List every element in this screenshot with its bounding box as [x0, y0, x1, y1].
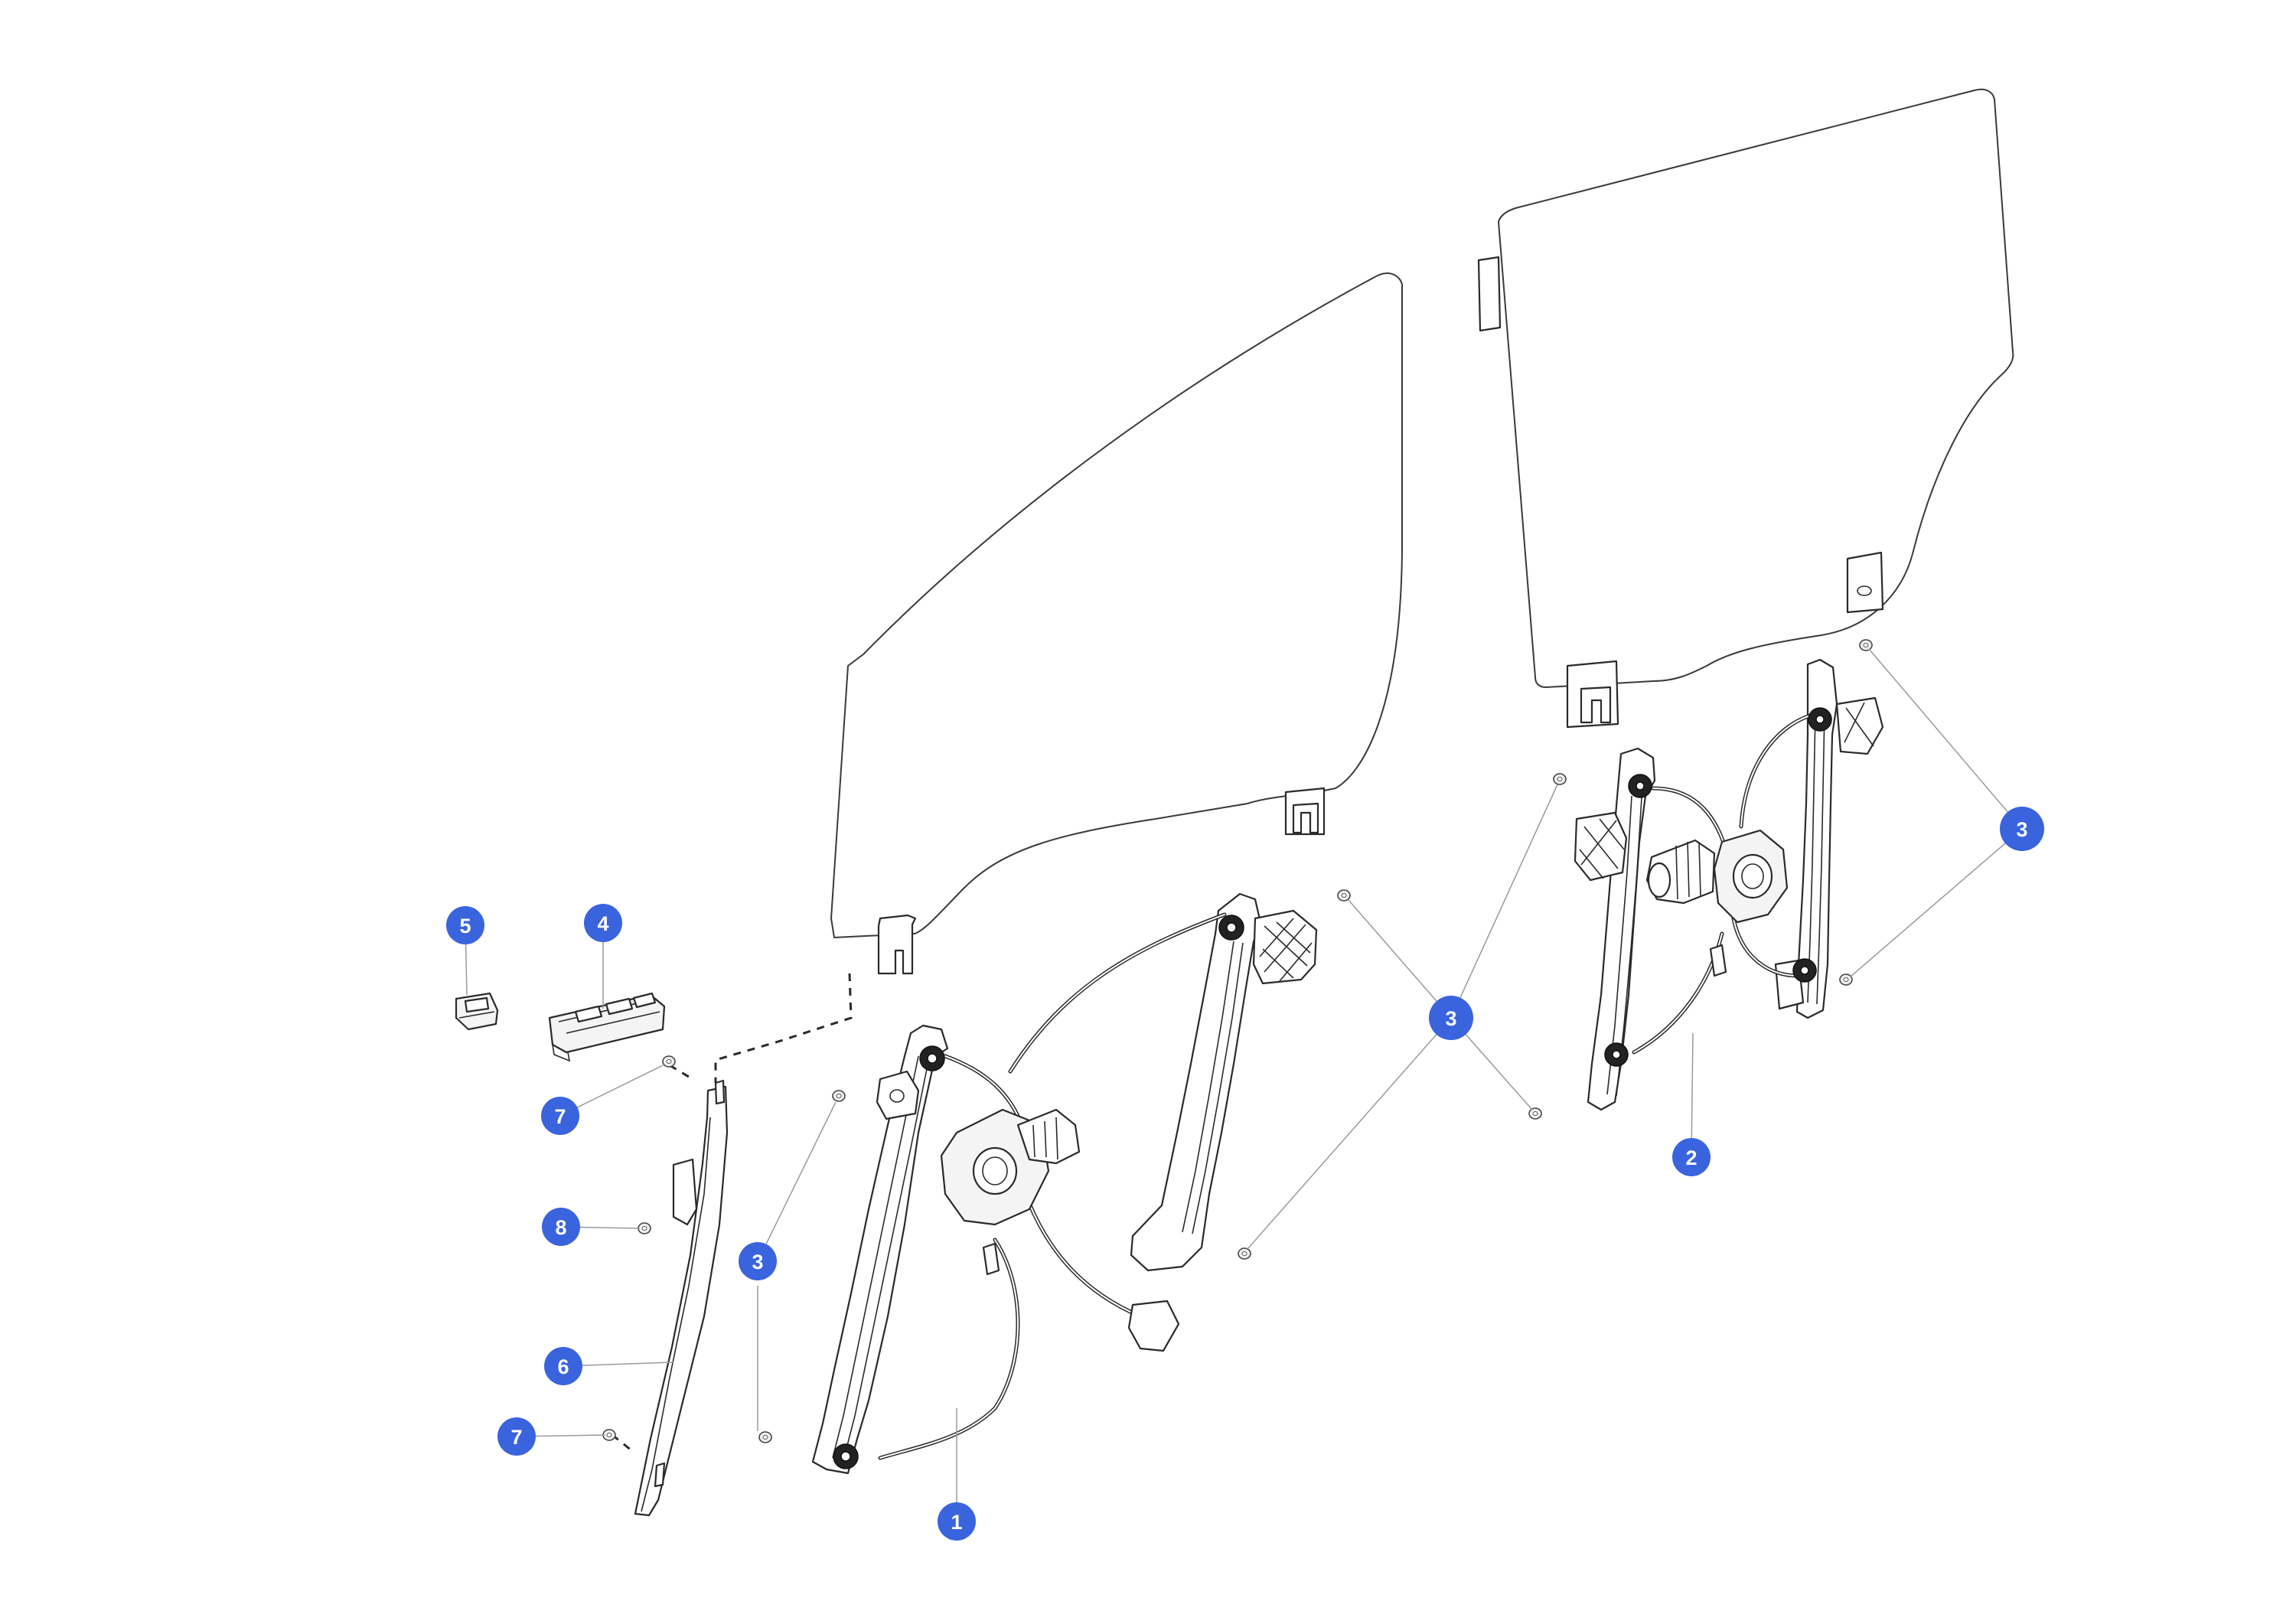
pulley: [1628, 774, 1652, 798]
callout-3-label: 3: [752, 1251, 763, 1273]
nut: [1859, 639, 1873, 651]
rear-door-glass: [1477, 88, 2014, 729]
callout-5: 5: [446, 906, 484, 944]
callout-7-label: 7: [554, 1105, 566, 1128]
nut: [662, 1055, 676, 1068]
callout-3-label: 3: [2016, 818, 2027, 841]
callout-4: 4: [584, 904, 622, 942]
callout-3: 3: [739, 1242, 777, 1280]
pulley: [1808, 707, 1832, 732]
nut: [1337, 889, 1351, 902]
nut: [1553, 773, 1567, 785]
pulley: [1604, 1042, 1629, 1067]
front-window-regulator: [811, 892, 1318, 1475]
callout-6: 6: [544, 1347, 582, 1385]
callout-6-label: 6: [557, 1355, 569, 1378]
callout-3-label: 3: [1445, 1007, 1456, 1030]
callout-7: 7: [497, 1417, 536, 1456]
front-door-glass: [830, 272, 1403, 975]
callout-5-label: 5: [459, 915, 471, 938]
callout-8: 8: [542, 1208, 580, 1246]
callout-4-label: 4: [597, 912, 608, 935]
callout-3: 3: [1429, 996, 1473, 1040]
callout-2: 2: [1672, 1138, 1711, 1176]
pulley: [919, 1045, 945, 1071]
assembly-path-line: [612, 1433, 632, 1452]
callout-8-label: 8: [555, 1216, 566, 1239]
nut: [1238, 1247, 1251, 1260]
callout-3: 3: [2000, 807, 2044, 851]
assembly-path-line: [669, 1064, 693, 1081]
nut: [638, 1222, 651, 1234]
pulley: [833, 1443, 859, 1469]
nut: [1528, 1107, 1542, 1120]
pulley: [1792, 958, 1817, 983]
assembly-path-line: [714, 973, 853, 1083]
callout-7-label: 7: [510, 1426, 522, 1449]
window-switch-single: [455, 992, 499, 1031]
nut: [758, 1431, 772, 1443]
window-switch-master: [548, 992, 666, 1062]
callout-1: 1: [938, 1502, 976, 1541]
nut: [832, 1090, 846, 1102]
callout-1-label: 1: [951, 1511, 962, 1534]
nut: [1839, 973, 1853, 986]
callout-2-label: 2: [1685, 1146, 1697, 1169]
door-glass-run-channel: [634, 1079, 729, 1517]
nut: [602, 1429, 616, 1441]
rear-window-regulator: [1574, 658, 1884, 1111]
callout-7: 7: [541, 1097, 579, 1135]
pulley: [1218, 915, 1244, 941]
